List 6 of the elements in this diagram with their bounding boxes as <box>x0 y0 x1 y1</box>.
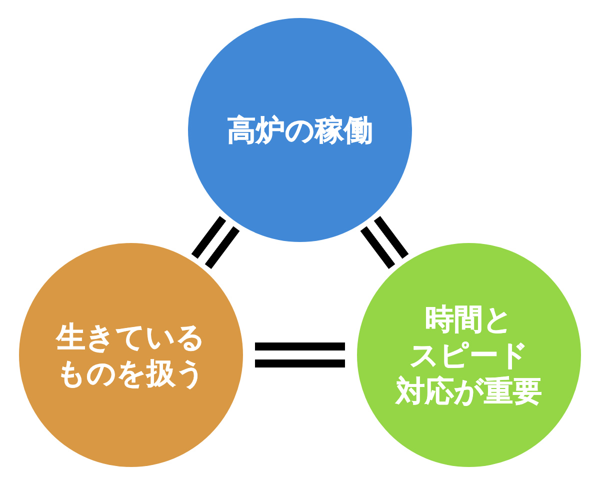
topic-text: 時間とスピード対応が重要 <box>396 301 542 409</box>
equals-sign <box>191 216 240 269</box>
topic-text: 高炉の稼働 <box>227 112 373 148</box>
equals-sign <box>360 216 409 269</box>
topic-text: 生きているものを扱う <box>56 319 206 391</box>
equals-sign <box>255 342 345 368</box>
